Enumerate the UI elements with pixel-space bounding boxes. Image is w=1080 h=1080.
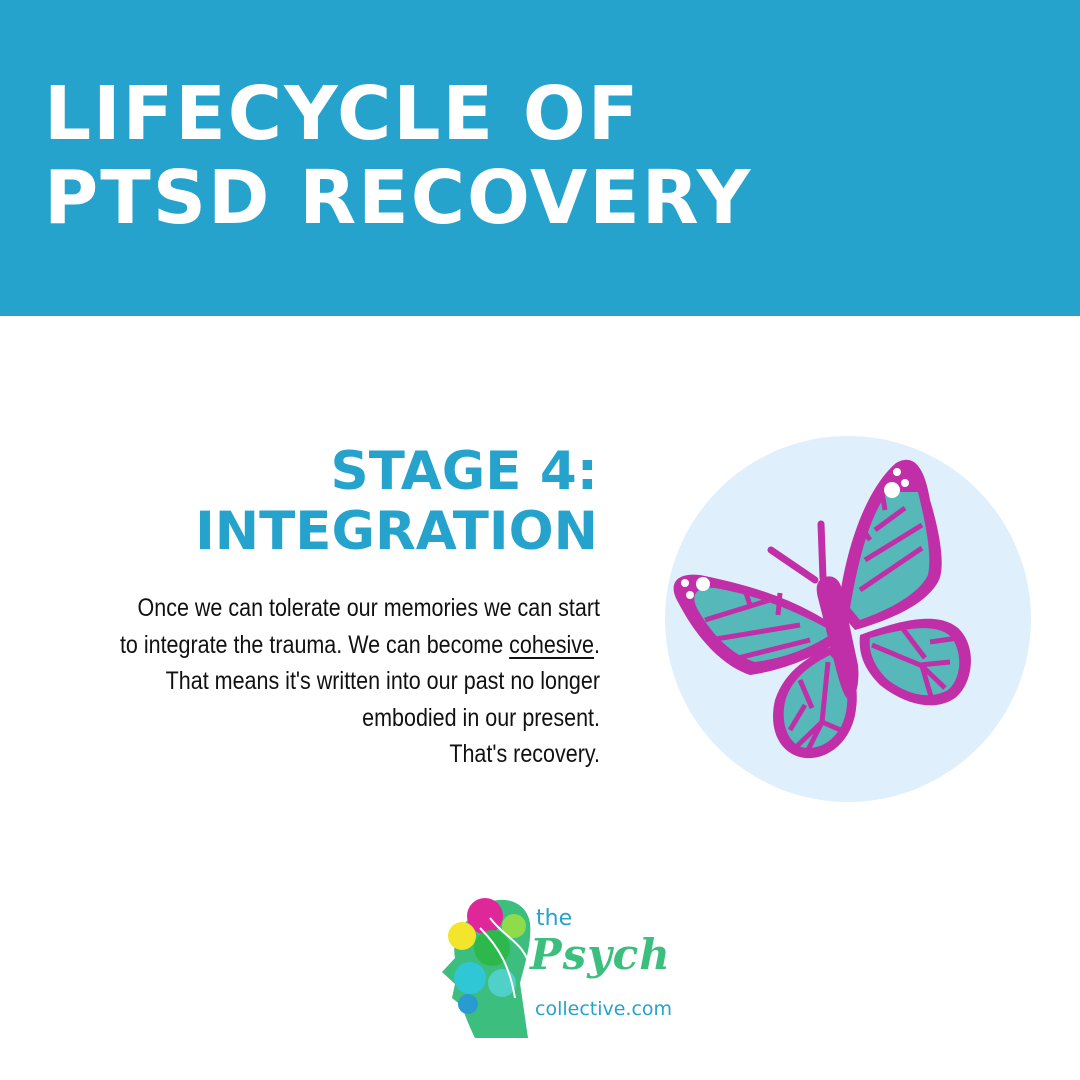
header-banner: LIFECYCLE OF PTSD RECOVERY <box>0 0 1080 316</box>
stage-description: Once we can tolerate our memories we can… <box>84 590 600 773</box>
butterfly-icon <box>673 459 971 759</box>
description-line-4: embodied in our present. <box>362 703 600 732</box>
logo-word-the: the <box>536 906 573 931</box>
cohesive-underlined-word: cohesive <box>509 630 595 659</box>
description-line-2-text: to integrate the trauma. We can become <box>119 630 510 659</box>
title-line-1: LIFECYCLE OF <box>44 71 641 157</box>
stage-heading-line-1: STAGE 4: <box>330 441 598 502</box>
description-line-5: That's recovery. <box>449 740 600 768</box>
stage-heading: STAGE 4: INTEGRATION <box>195 442 598 562</box>
description-line-1: Once we can tolerate our memories we can… <box>137 594 600 622</box>
stage-heading-line-2: INTEGRATION <box>195 501 598 562</box>
description-line-3: That means it's written into our past no… <box>165 667 600 695</box>
description-line-2-period: . <box>594 630 600 659</box>
page-title: LIFECYCLE OF PTSD RECOVERY <box>44 72 752 240</box>
description-line-2: to integrate the trauma. We can become c… <box>84 627 600 664</box>
logo-word-psych: Psych <box>530 930 671 979</box>
title-line-2: PTSD RECOVERY <box>44 155 753 241</box>
logo-word-collective: collective.com <box>535 998 673 1020</box>
head-silhouette-logo-icon <box>442 898 531 1038</box>
